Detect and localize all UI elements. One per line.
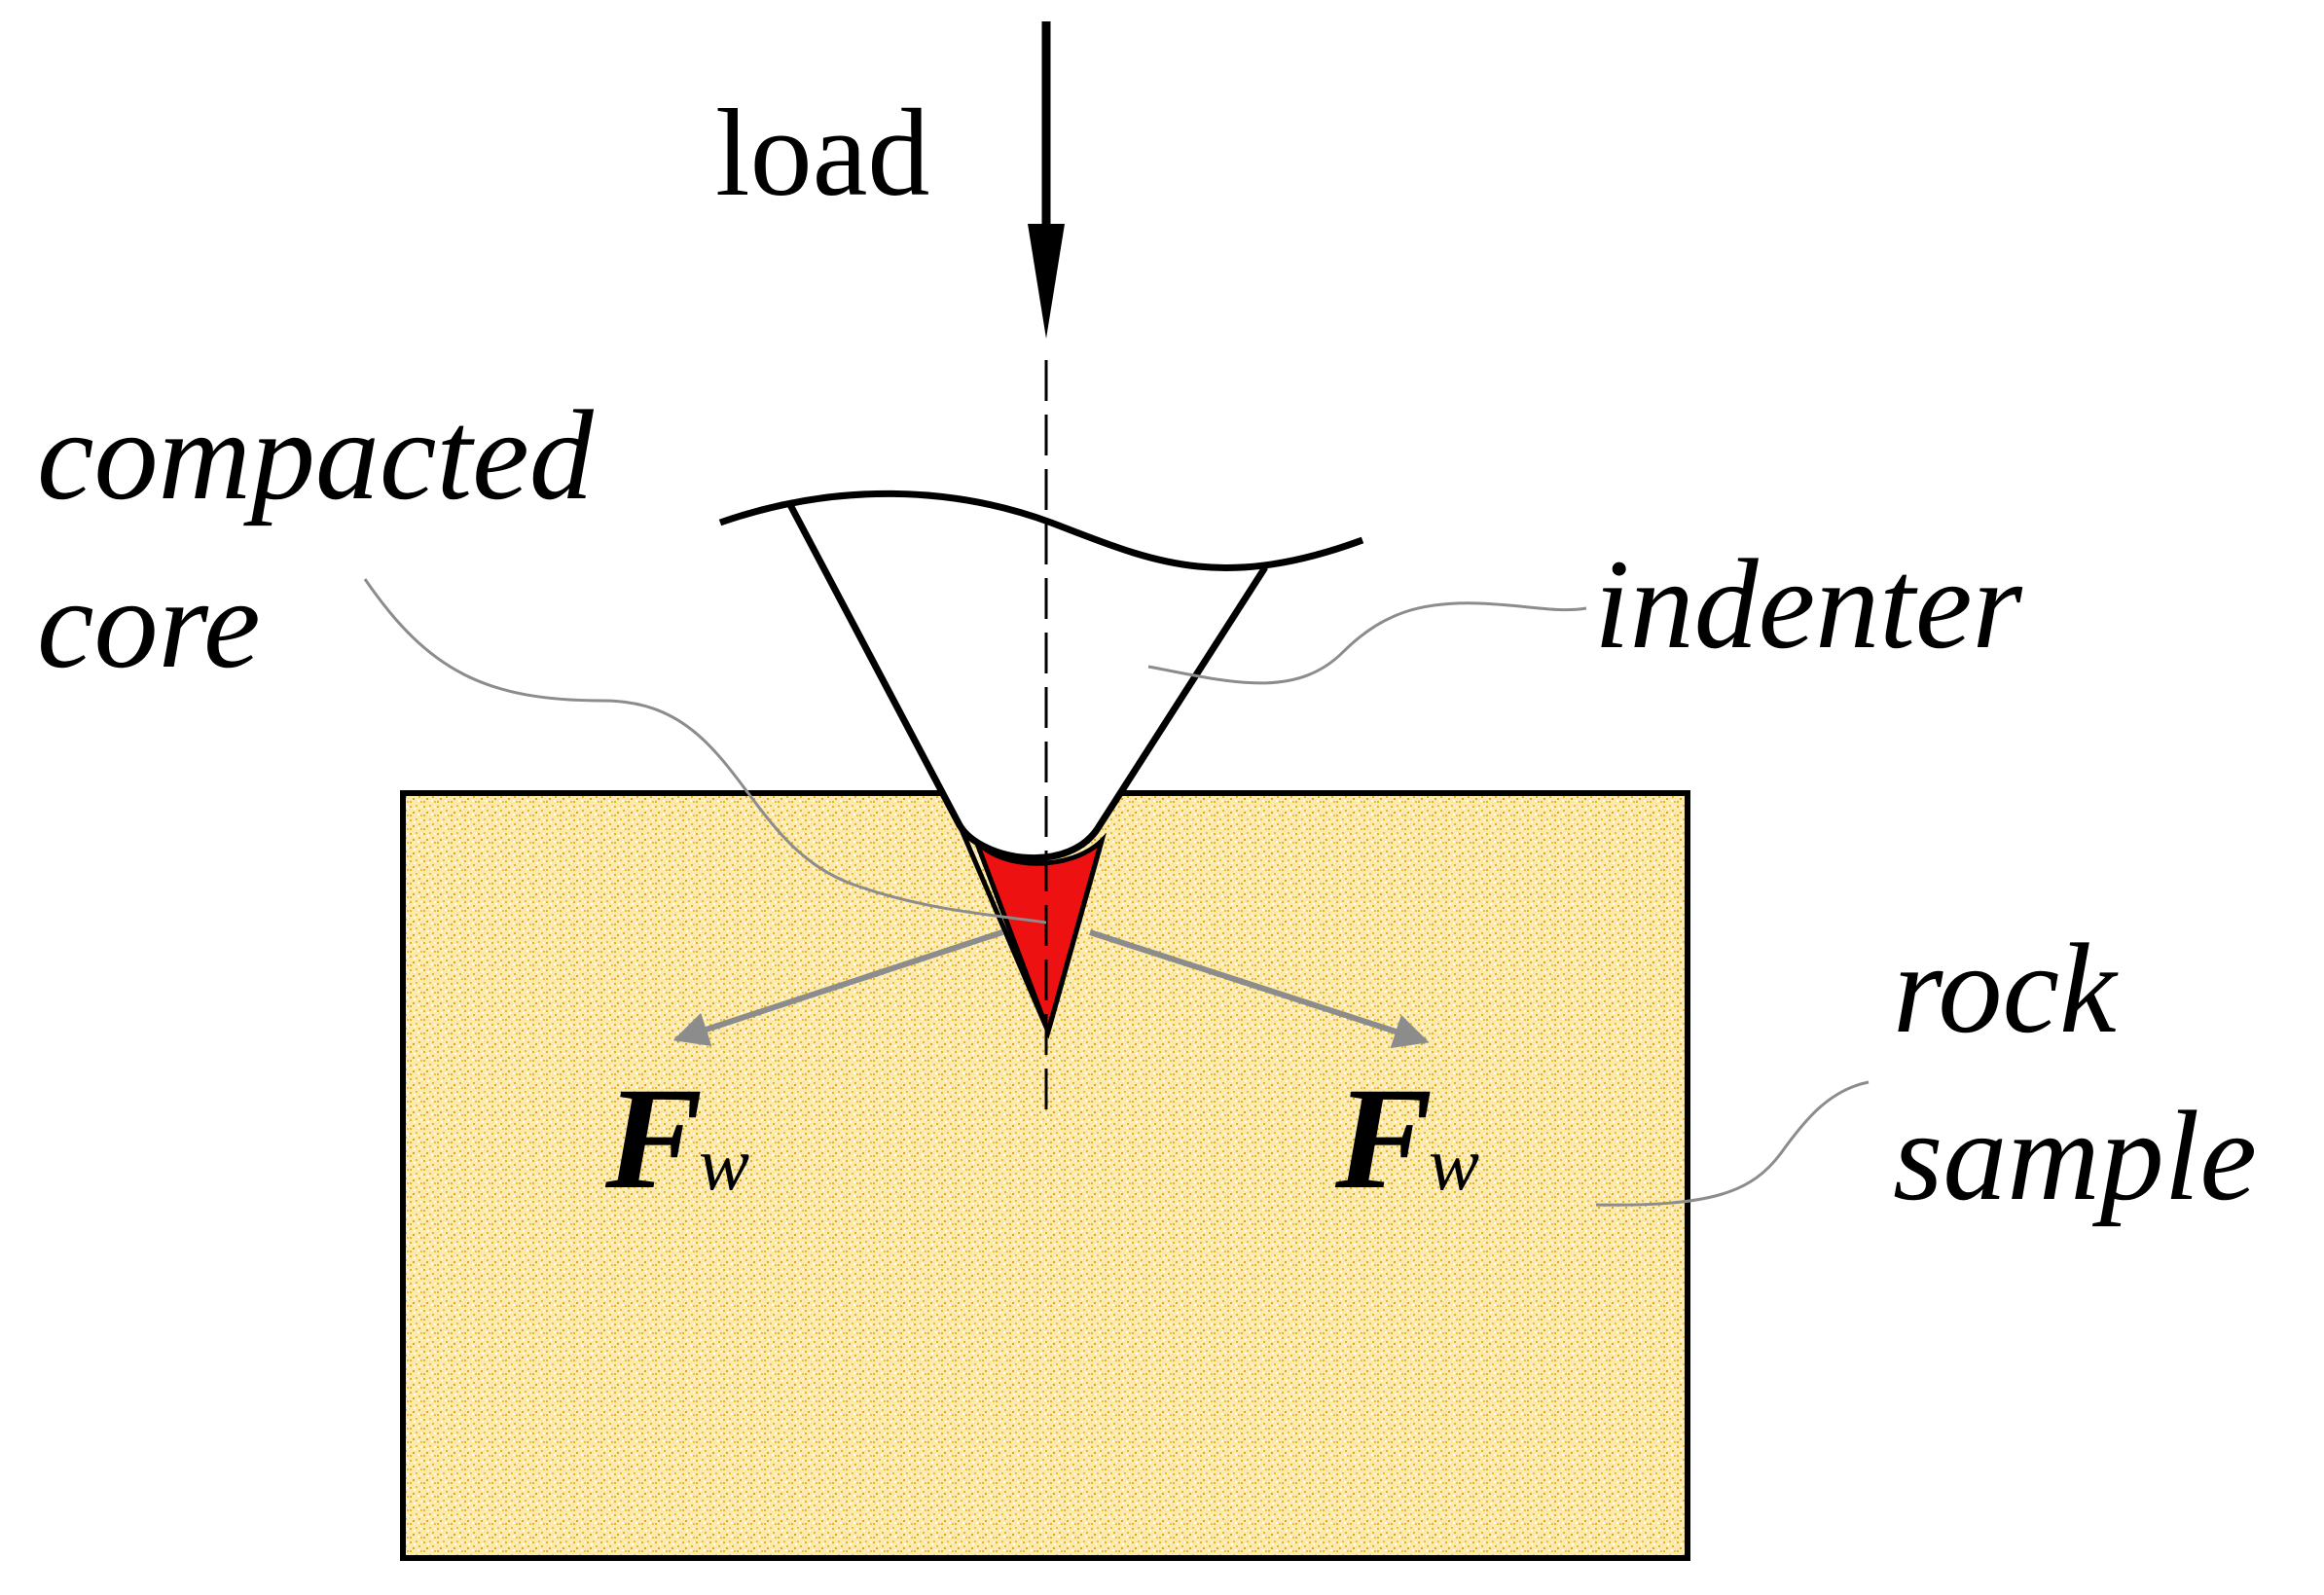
indenter-leader-line xyxy=(1147,601,1587,685)
force-arrow-right xyxy=(1089,929,1430,1049)
load-label: load xyxy=(715,84,929,222)
rock-sample-label-line2: sample xyxy=(1893,1084,2257,1227)
indenter-label: indenter xyxy=(1594,532,2023,675)
force-label-right: F xyxy=(1334,1058,1433,1219)
indenter-top-wave xyxy=(718,489,1364,571)
load-arrow-head xyxy=(1028,224,1065,339)
compacted-core-label-line2: core xyxy=(37,552,261,695)
compacted-core-label-line1: compacted xyxy=(37,383,595,526)
rock-sample-label-line1: rock xyxy=(1893,917,2119,1060)
indenter-left-flank-in-rock xyxy=(957,824,1051,1033)
force-label-left-subscript: w xyxy=(699,1121,749,1206)
force-label-left: F xyxy=(604,1058,703,1219)
indenter-outline xyxy=(784,499,1268,862)
indenter-right-flank-in-rock xyxy=(1045,840,1105,1033)
indenter-body xyxy=(788,500,1265,855)
compacted-core-leader-line xyxy=(363,578,1047,924)
rock-sample-leader-line xyxy=(1595,1080,1870,1207)
force-label-right-subscript: w xyxy=(1429,1121,1479,1206)
force-arrow-left xyxy=(672,929,1003,1046)
